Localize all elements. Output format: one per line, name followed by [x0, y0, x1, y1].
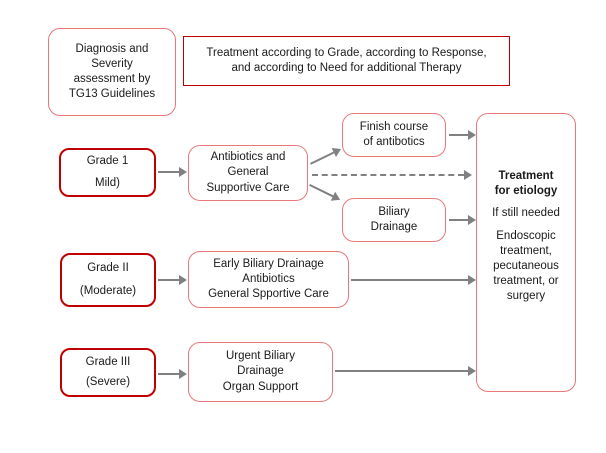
finish-course-of-antibotics-box: Finish course of antibotics: [342, 113, 446, 157]
biliary-drainage-line-1: Biliary: [378, 205, 410, 218]
antibiotics-line-3: Supportive Care: [206, 181, 290, 194]
etiology-line-2: for etiology: [494, 185, 558, 198]
arrow-biliary-drainage-to-etiology: [449, 219, 471, 222]
arrow-finish-course-to-etiology-head: [468, 130, 476, 140]
arrow-urgent-drainage-to-etiology: [335, 370, 471, 373]
early-drainage-line-3: General Spportive Care: [208, 288, 329, 301]
arrow-early-drainage-to-etiology-head: [468, 275, 476, 285]
biliary-drainage-box: Biliary Drainage: [342, 198, 446, 242]
banner-box: Treatment according to Grade, according …: [183, 36, 510, 86]
diagnosis-line-2: Severity: [91, 57, 133, 70]
urgent-biliary-drainage-box: Urgent Biliary Drainage Organ Support: [188, 342, 333, 402]
etiology-line-4: Endoscopic: [496, 229, 556, 242]
grade-1-line-1: Grade 1: [86, 154, 129, 167]
grade-2-line-1: Grade II: [87, 262, 129, 275]
early-drainage-line-1: Early Biliary Drainage: [213, 257, 324, 270]
urgent-drainage-line-3: Organ Support: [222, 380, 299, 393]
grade-3-line-2: (Severe): [85, 375, 131, 388]
antibiotics-line-1: Antibiotics and: [210, 151, 286, 164]
banner-line-1: Treatment according to Grade, according …: [206, 46, 487, 59]
biliary-drainage-line-2: Drainage: [370, 221, 418, 233]
finish-course-line-2: of antibotics: [363, 136, 425, 148]
grade-1-line-2: Mild): [95, 177, 120, 189]
grade-3-box: Grade III (Severe): [60, 348, 156, 397]
antibiotics-line-2: General: [227, 166, 269, 179]
grade-3-line-1: Grade III: [85, 356, 131, 369]
arrow-grade2-to-early-drainage: [158, 279, 180, 282]
diagnosis-box: Diagnosis and Severity assessment by TG1…: [48, 28, 176, 116]
arrow-antibiotics-to-etiology-dashed: [312, 174, 464, 176]
arrow-urgent-drainage-to-etiology-head: [468, 366, 476, 376]
banner-line-2: and according to Need for additional The…: [231, 62, 462, 74]
arrow-grade3-to-urgent-drainage: [158, 373, 180, 376]
etiology-line-5: treatment,: [500, 244, 552, 257]
treatment-for-etiology-box: Treatment for etiology If still needed E…: [476, 113, 576, 392]
arrow-early-drainage-to-etiology: [351, 279, 471, 282]
antibiotics-general-supportive-care-box: Antibiotics and General Supportive Care: [188, 145, 308, 201]
arrow-grade1-to-antibiotics: [158, 171, 180, 174]
etiology-line-7: treatment, or: [493, 275, 559, 288]
early-biliary-drainage-box: Early Biliary Drainage Antibiotics Gener…: [188, 251, 349, 308]
arrow-grade1-to-antibiotics-head: [179, 167, 187, 177]
arrow-finish-course-to-etiology: [449, 134, 471, 137]
arrow-grade2-to-early-drainage-head: [179, 275, 187, 285]
etiology-line-1: Treatment: [498, 170, 554, 182]
diagnosis-line-4: TG13 Guidelines: [68, 88, 156, 101]
etiology-line-8: surgery: [506, 290, 546, 303]
urgent-drainage-line-1: Urgent Biliary: [225, 350, 296, 363]
urgent-drainage-line-2: Drainage: [237, 365, 284, 378]
etiology-line-3: If still needed: [492, 207, 560, 220]
arrow-grade3-to-urgent-drainage-head: [179, 369, 187, 379]
grade-2-box: Grade II (Moderate): [60, 253, 156, 307]
diagnosis-line-3: assessment by: [73, 73, 151, 85]
etiology-line-6: pecutaneous: [493, 259, 559, 272]
arrow-antibiotics-to-etiology-head: [464, 170, 472, 180]
early-drainage-line-2: Antibiotics: [242, 272, 295, 285]
arrow-biliary-drainage-to-etiology-head: [468, 215, 476, 225]
finish-course-line-1: Finish course: [359, 120, 429, 133]
diagnosis-line-1: Diagnosis and: [75, 42, 149, 55]
grade-1-box: Grade 1 Mild): [59, 148, 156, 197]
grade-2-line-2: (Moderate): [79, 284, 137, 297]
